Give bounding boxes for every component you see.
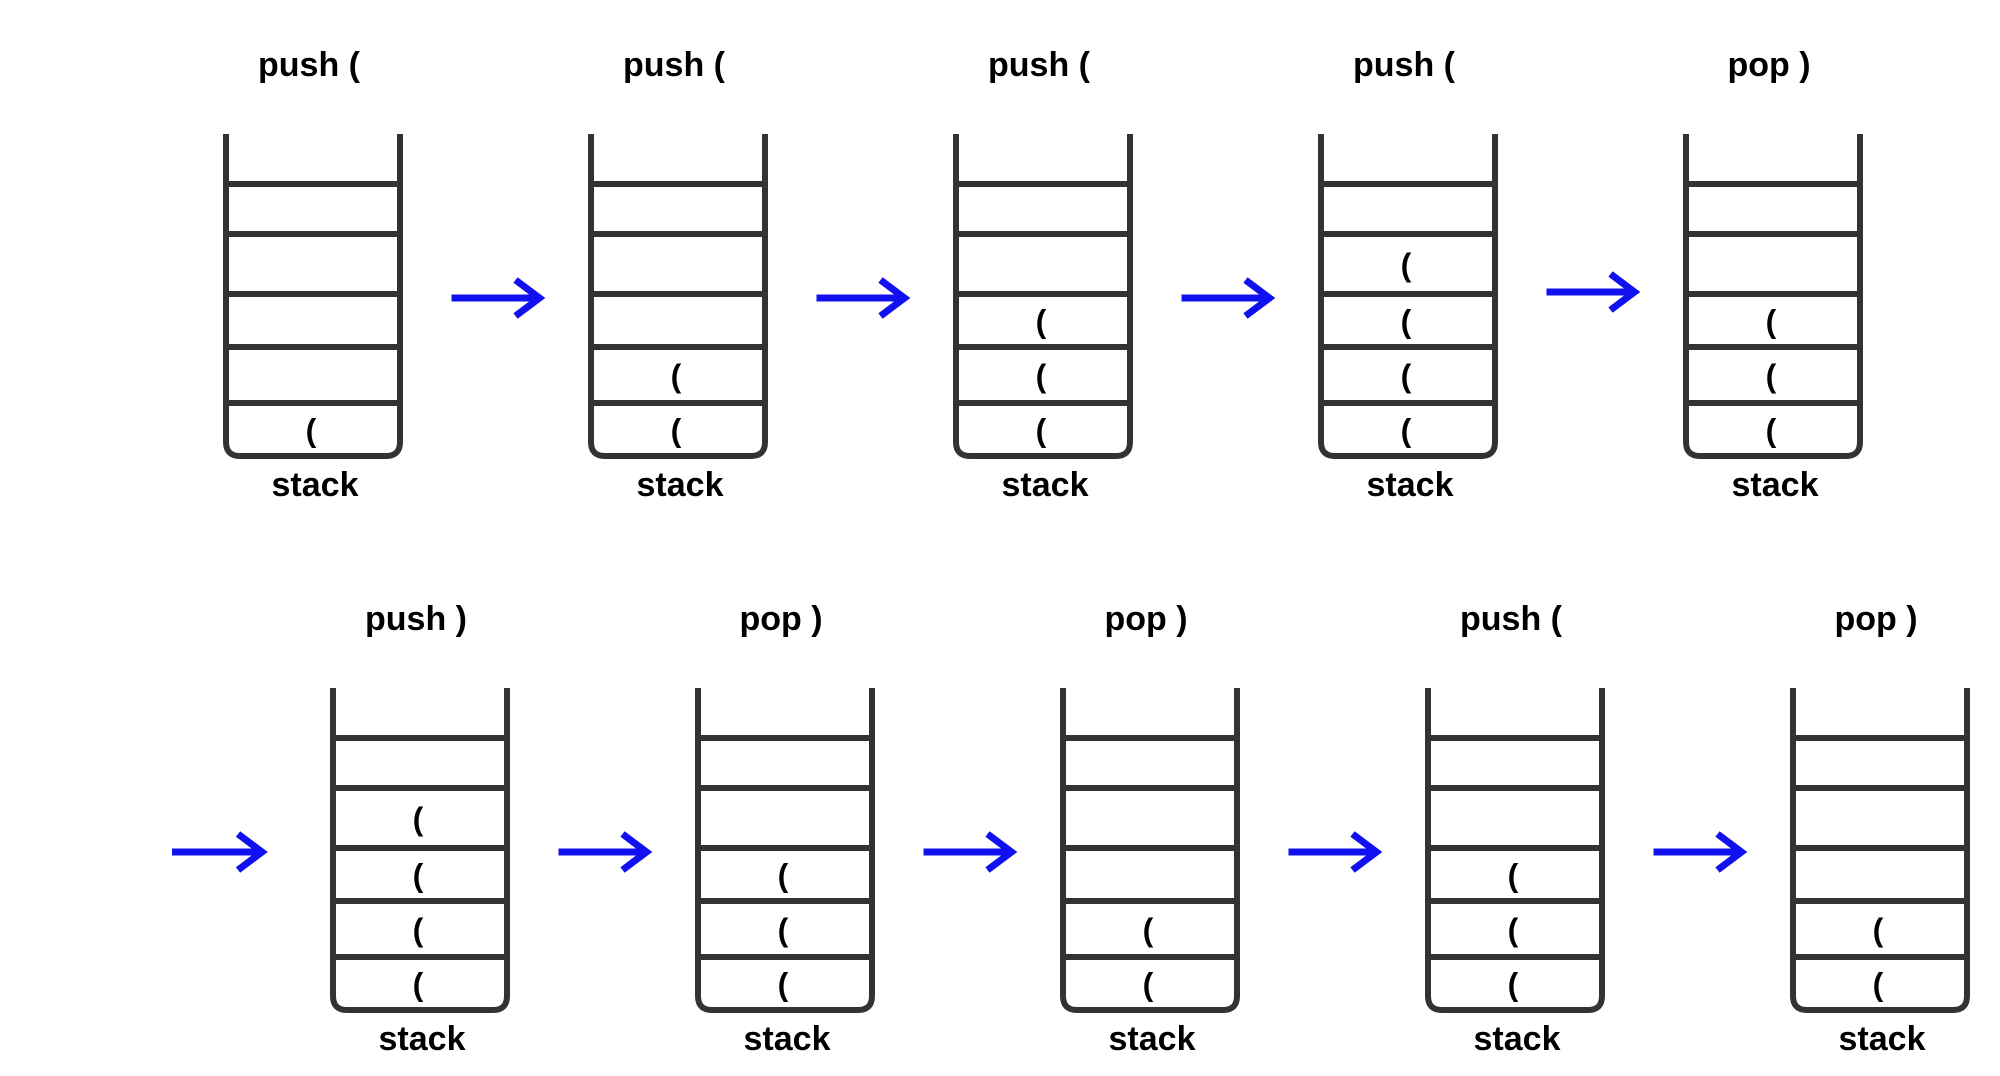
transition-arrow <box>558 831 653 873</box>
stack-step-7: pop ) ( ( ( stack <box>695 600 875 1058</box>
operation-label: pop ) <box>1834 600 1917 638</box>
arrow-head <box>1350 831 1383 873</box>
stack-item: ( <box>1143 912 1154 948</box>
stack-container <box>588 134 768 459</box>
stack-caption: stack <box>1474 1020 1561 1058</box>
stack-step-8: pop ) ( ( stack <box>1060 600 1240 1058</box>
stack-item: ( <box>1508 967 1519 1003</box>
operation-label: push ) <box>365 600 467 638</box>
stack-step-1: push ( ( stack <box>223 46 403 504</box>
stack-item: ( <box>1873 967 1884 1003</box>
stack-item: ( <box>1766 413 1777 449</box>
arrow-head <box>620 831 653 873</box>
operation-label: push ( <box>988 46 1091 84</box>
transition-arrow <box>451 277 546 319</box>
stack-step-5: pop ) ( ( ( stack <box>1683 46 1863 504</box>
stack-caption: stack <box>744 1020 831 1058</box>
stack-step-9: push ( ( ( ( stack <box>1425 600 1605 1058</box>
stack-item: ( <box>1143 967 1154 1003</box>
stack-item: ( <box>413 967 424 1003</box>
continuation-arrow <box>172 831 268 873</box>
stack-item: ( <box>1036 304 1047 340</box>
stack-item: ( <box>1508 912 1519 948</box>
stack-container <box>223 134 403 459</box>
transition-arrow <box>1653 831 1748 873</box>
stack-step-4: push ( ( ( ( ( stack <box>1318 46 1498 504</box>
operation-label: pop ) <box>1727 46 1810 84</box>
stack-item: ( <box>413 912 424 948</box>
stack-item: ( <box>413 801 424 837</box>
stack-item: ( <box>1401 358 1412 394</box>
operation-label: push ( <box>258 46 361 84</box>
stack-item: ( <box>1508 858 1519 894</box>
stack-item: ( <box>1401 247 1412 283</box>
stack-container <box>1060 688 1240 1013</box>
operation-label: pop ) <box>1104 600 1187 638</box>
stack-caption: stack <box>1109 1020 1196 1058</box>
transition-arrow <box>923 831 1018 873</box>
stack-item: ( <box>1401 304 1412 340</box>
stack-caption: stack <box>1367 466 1454 504</box>
stack-item: ( <box>778 912 789 948</box>
stack-item: ( <box>1401 413 1412 449</box>
stack-container <box>1318 134 1498 459</box>
stack-caption: stack <box>379 1020 466 1058</box>
stack-step-2: push ( ( ( stack <box>588 46 768 504</box>
stack-container <box>1425 688 1605 1013</box>
stack-item: ( <box>778 967 789 1003</box>
arrow-head <box>985 831 1018 873</box>
stack-container <box>330 688 510 1013</box>
stack-item: ( <box>1873 912 1884 948</box>
stack-caption: stack <box>272 466 359 504</box>
stack-step-10: pop ) ( ( stack <box>1790 600 1970 1058</box>
stack-step-6: push ) ( ( ( ( stack <box>330 600 510 1058</box>
transition-arrow <box>1288 831 1383 873</box>
stack-container <box>1790 688 1970 1013</box>
stack-item: ( <box>1036 358 1047 394</box>
operation-label: push ( <box>1353 46 1456 84</box>
stack-step-3: push ( ( ( ( stack <box>953 46 1133 504</box>
operation-label: push ( <box>1460 600 1563 638</box>
stack-caption: stack <box>637 466 724 504</box>
stack-item: ( <box>671 358 682 394</box>
transition-arrow <box>816 277 911 319</box>
transition-arrow <box>1546 271 1641 313</box>
arrow-head <box>1715 831 1748 873</box>
stack-item: ( <box>778 858 789 894</box>
transition-arrow <box>1181 277 1276 319</box>
stack-container <box>953 134 1133 459</box>
arrow-head <box>1243 277 1276 319</box>
operation-label: push ( <box>623 46 726 84</box>
stack-item: ( <box>306 413 317 449</box>
stack-item: ( <box>413 858 424 894</box>
stack-item: ( <box>671 413 682 449</box>
stack-container <box>695 688 875 1013</box>
arrow-head <box>513 277 546 319</box>
arrow-head <box>878 277 911 319</box>
stack-caption: stack <box>1002 466 1089 504</box>
stack-container <box>1683 134 1863 459</box>
stack-caption: stack <box>1839 1020 1926 1058</box>
stack-item: ( <box>1036 413 1047 449</box>
operation-label: pop ) <box>739 600 822 638</box>
stack-caption: stack <box>1732 466 1819 504</box>
stack-item: ( <box>1766 304 1777 340</box>
arrow-head <box>235 831 268 873</box>
stack-item: ( <box>1766 358 1777 394</box>
arrow-head <box>1608 271 1641 313</box>
